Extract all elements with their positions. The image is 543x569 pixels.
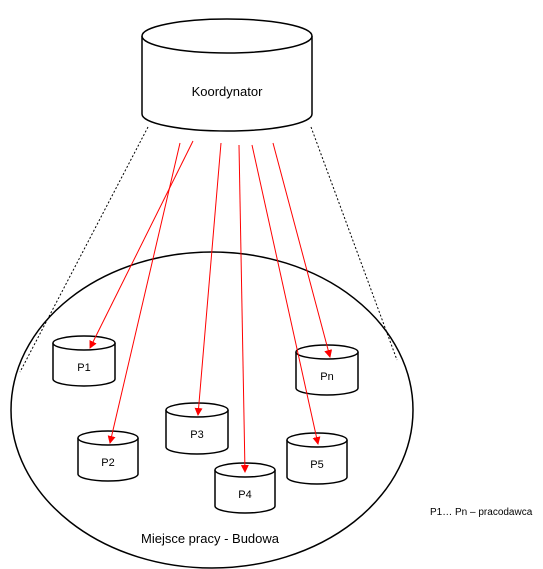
legend-text: P1… Pn – pracodawca <box>430 507 533 518</box>
employer-label: P3 <box>190 429 203 441</box>
coordination-arrow <box>251 144 321 445</box>
projection-line-right <box>310 126 398 361</box>
coordinator-cylinder: Koordynator <box>141 18 313 132</box>
employer-cylinder: P5 <box>286 432 348 485</box>
coordination-arrow <box>194 142 222 416</box>
coordination-arrow <box>107 142 181 444</box>
coordination-arrow <box>89 140 194 349</box>
coordination-arrows <box>89 140 333 473</box>
coordination-arrow <box>238 144 249 473</box>
coordination-arrow <box>272 142 333 358</box>
workplace-label: Miejsce pracy - Budowa <box>141 531 280 546</box>
employer-label: P4 <box>238 489 251 501</box>
employer-cylinder: P2 <box>77 430 139 482</box>
employer-label: P5 <box>310 459 323 471</box>
coordinator-label: Koordynator <box>192 84 263 99</box>
employer-label: P2 <box>101 457 114 469</box>
employer-cylinder: P3 <box>165 402 229 455</box>
employer-label: Pn <box>320 371 333 383</box>
employer-label: P1 <box>77 362 90 374</box>
employer-cylinder: P1 <box>52 335 116 387</box>
